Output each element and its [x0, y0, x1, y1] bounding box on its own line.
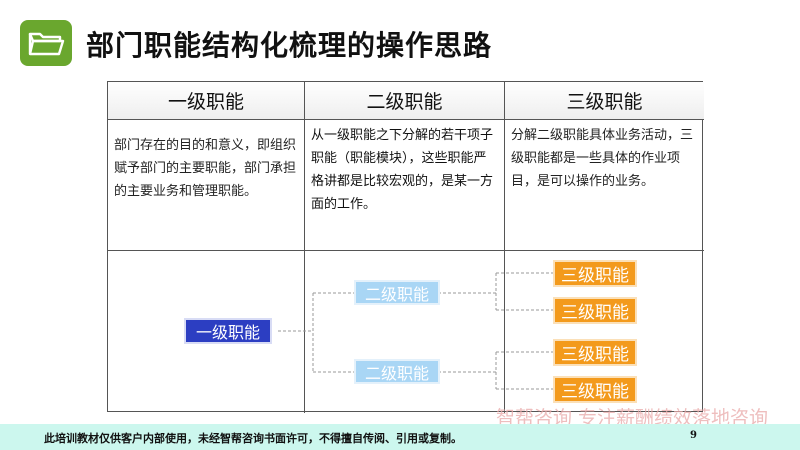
watermark-text: 智帮咨询 专注薪酬绩效落地咨询: [496, 407, 769, 429]
column-heading-level1: 一级职能: [108, 82, 304, 120]
connector-lines: [278, 272, 554, 390]
column-divider: [504, 82, 505, 413]
description-level1: 部门存在的目的和意义，即组织赋予部门的主要职能，部门承担的主要业务和管理职能。: [114, 138, 297, 199]
functions-table: 一级职能 二级职能 三级职能 部门存在的目的和意义，即组织赋予部门的主要职能，部…: [107, 81, 704, 413]
level1-function-box: 一级职能: [184, 318, 272, 344]
row-divider: [108, 250, 704, 251]
level3-function-box: 三级职能: [553, 297, 637, 324]
description-level3: 分解二级职能具体业务活动，三级职能都是一些具体的作业项目，是可以操作的业务。: [511, 128, 694, 189]
level2-function-box: 二级职能: [354, 359, 440, 384]
footer-notice: 此培训教材仅供客户内部使用，未经智帮咨询书面许可，不得擅自传阅、引用或复制。: [44, 432, 462, 445]
page-title: 部门职能结构化梳理的操作思路: [86, 29, 493, 62]
column-heading-level3: 三级职能: [505, 82, 704, 120]
description-level2: 从一级职能之下分解的若干项子职能（职能模块），这些职能严格讲都是比较宏观的，是某…: [311, 128, 494, 212]
page-number: 9: [690, 430, 697, 441]
level3-function-box: 三级职能: [553, 339, 637, 366]
footer-bar: [0, 424, 800, 450]
level2-function-box: 二级职能: [354, 280, 440, 305]
folder-icon: [20, 20, 72, 66]
column-heading-level2: 二级职能: [305, 82, 504, 120]
hierarchy-diagram: 一级职能 二级职能 二级职能 三级职能 三级职能 三级职能 三级职能: [108, 251, 704, 413]
level3-function-box: 三级职能: [553, 260, 637, 287]
level3-function-box: 三级职能: [553, 376, 637, 403]
column-divider: [304, 82, 305, 413]
